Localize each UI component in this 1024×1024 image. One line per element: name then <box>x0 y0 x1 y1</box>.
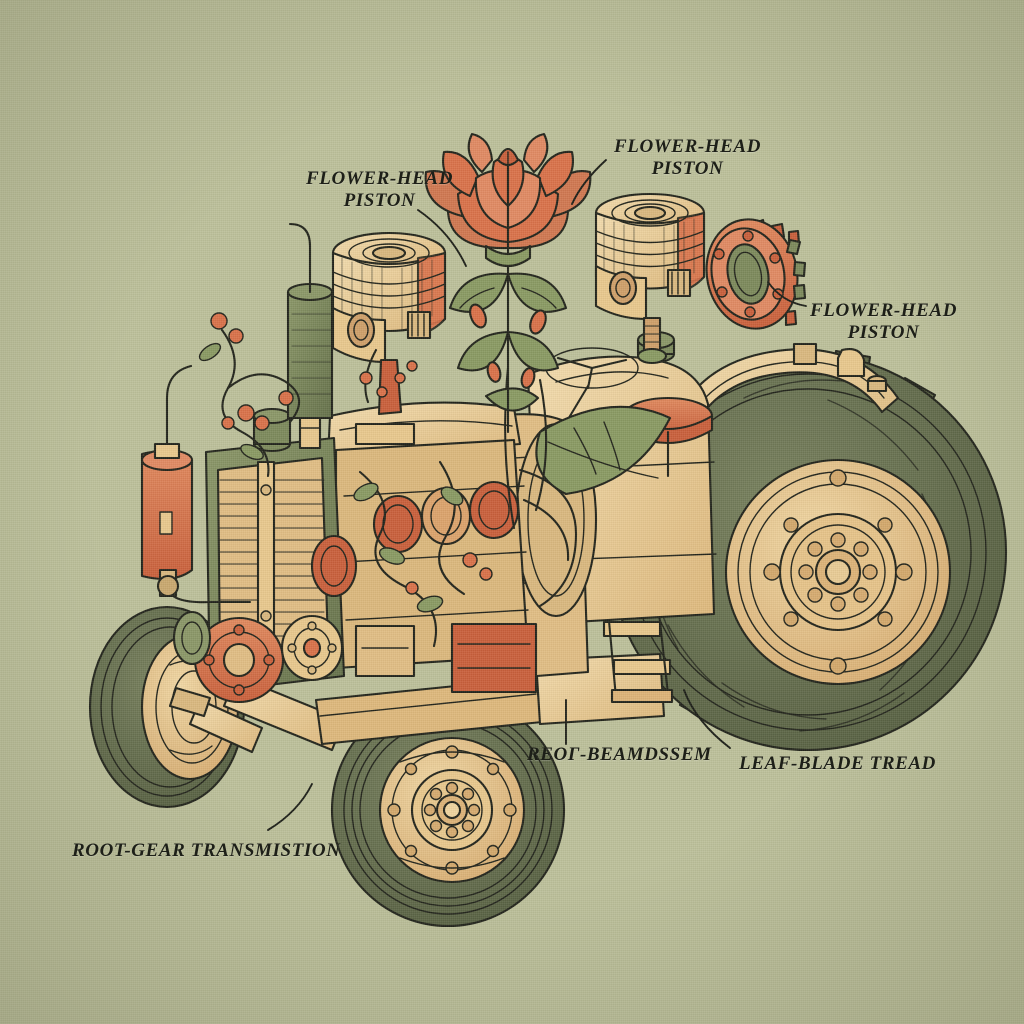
radiator <box>172 407 358 704</box>
gear-ring <box>705 218 807 330</box>
central-bloom <box>424 132 592 434</box>
leader-root-gear <box>267 783 313 831</box>
label-root-gear-transmission: ROOT-GEAR TRANSMISTION <box>72 840 341 861</box>
engine-vine <box>353 460 493 648</box>
rear-fender <box>664 342 900 454</box>
berry-vine <box>198 312 301 478</box>
label-flower-head-piston-left: FLOWER-HEAD PISTON <box>306 168 454 212</box>
small-fasteners <box>866 374 888 393</box>
piston-left <box>331 231 447 416</box>
leader-piston-left <box>417 209 467 267</box>
label-rear-beam-assembly: REOΓ-BEAMDSSEM <box>527 744 712 765</box>
label-leaf-blade-tread: LEAF-BLADE TREAD <box>739 753 936 774</box>
leader-piston-right <box>767 281 807 307</box>
stem-cluster <box>484 366 548 530</box>
label-flower-head-piston-right: FLOWER-HEAD PISTON <box>810 300 958 344</box>
muffler <box>140 364 252 604</box>
leader-leaf-tread <box>683 689 731 749</box>
step-ladder <box>602 602 674 704</box>
front-wheel-right <box>330 692 566 928</box>
leader-piston-top <box>571 159 607 205</box>
air-cleaner <box>286 222 334 450</box>
body-leaf <box>535 405 672 496</box>
label-flower-head-piston-top: FLOWER-HEAD PISTON <box>614 136 762 180</box>
engine-block <box>334 438 578 694</box>
piston-top <box>594 192 706 365</box>
leader-lines <box>267 159 807 831</box>
